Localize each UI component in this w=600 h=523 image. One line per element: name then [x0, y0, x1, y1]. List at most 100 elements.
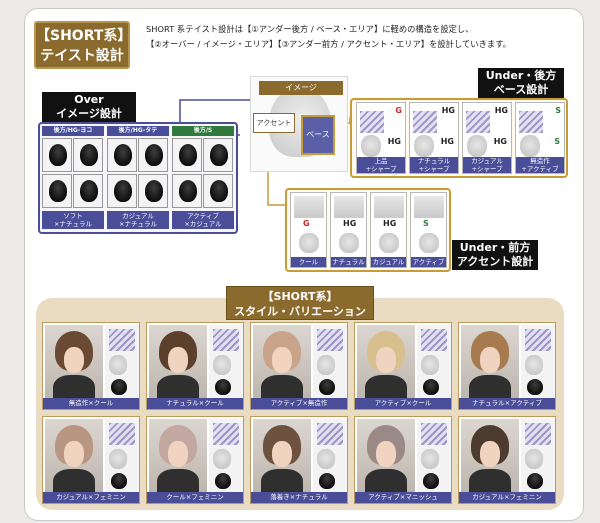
caption-line2: ×カジュアル	[184, 220, 222, 228]
intro-line1: SHORT 系テイスト設計は【①アンダー後方 / ベース・エリア】に軽めの構造を…	[146, 24, 474, 34]
model-face	[272, 441, 292, 467]
hair-shape	[527, 379, 543, 395]
front-hair-photo	[414, 196, 444, 218]
caption-line1: 無造作	[530, 157, 550, 165]
style-card[interactable]: アクティブ×マニッシュ	[354, 416, 452, 504]
style-diagram	[521, 419, 555, 493]
hair-shape	[80, 180, 98, 202]
front-hair-photo	[334, 196, 364, 218]
style-card[interactable]: カジュアル×フェミニン	[42, 416, 140, 504]
variation-title: 【SHORT系】 スタイル・バリエーション	[226, 286, 374, 320]
model-body	[157, 375, 199, 399]
graduation-icon	[317, 423, 343, 445]
front-hair-photo	[374, 196, 404, 218]
shape-tag-secondary: HG	[440, 137, 454, 146]
over-column-header: 後方/HG-ヨコ	[42, 126, 104, 136]
under-back-tile: HG HG カジュアル+シャープ	[462, 102, 512, 174]
hair-shape	[145, 180, 163, 202]
style-card[interactable]: 無造作×クール	[42, 322, 140, 410]
under-front-caption: クール	[291, 257, 326, 267]
style-caption: ナチュラル×アクティブ	[459, 398, 555, 409]
model-body	[469, 375, 511, 399]
caption-line1: カジュアル	[122, 212, 154, 220]
head-shape-icon	[419, 233, 439, 253]
over-title-line1: Over	[74, 93, 104, 106]
over-column-caption: ソフト×ナチュラル	[42, 211, 104, 229]
head-shape-icon	[467, 135, 487, 157]
shape-tag: HG	[494, 106, 508, 115]
style-card[interactable]: 落着き×ナチュラル	[250, 416, 348, 504]
head-shape-icon	[109, 355, 127, 375]
model-body	[53, 469, 95, 493]
graduation-icon	[109, 423, 135, 445]
under-front-caption: アクティブ	[411, 257, 446, 267]
model-face	[480, 441, 500, 467]
graduation-icon	[360, 111, 384, 133]
style-diagram	[417, 325, 451, 399]
badge-line2: テイスト設計	[40, 48, 124, 64]
model-face	[168, 347, 188, 373]
hair-sample-image	[172, 174, 202, 208]
under-front-caption: カジュアル	[371, 257, 406, 267]
head-shape-icon	[520, 135, 540, 157]
model-face	[376, 441, 396, 467]
style-photo	[45, 325, 103, 399]
hair-sample-image	[107, 174, 137, 208]
front-hair-photo	[294, 196, 324, 218]
style-card[interactable]: カジュアル×フェミニン	[458, 416, 556, 504]
accent-area: アクセント	[253, 113, 295, 133]
head-shape-icon	[213, 449, 231, 469]
hair-shape	[80, 144, 98, 166]
under-front-title: Under・前方 アクセント設計	[452, 240, 538, 270]
head-shape-icon	[213, 355, 231, 375]
shape-tag-secondary: HG	[493, 137, 507, 146]
model-face	[64, 347, 84, 373]
style-photo	[461, 419, 519, 493]
style-card[interactable]: アクティブ×無造作	[250, 322, 348, 410]
under-back-caption: カジュアル+シャープ	[463, 157, 511, 173]
shape-tag-secondary: HG	[387, 137, 401, 146]
head-shape-icon	[525, 449, 543, 469]
style-photo	[253, 419, 311, 493]
shape-tag: S	[555, 106, 561, 115]
style-caption: カジュアル×フェミニン	[459, 492, 555, 503]
caption-line2: +アクティブ	[521, 165, 559, 173]
caption-line1: 上品	[374, 157, 388, 165]
intro-line2: 【②オーバー / イメージ・エリア】【③アンダー前方 / アクセント・エリア】を…	[146, 39, 511, 49]
under-back-title: Under・後方 ベース設計	[478, 68, 564, 98]
style-caption: ナチュラル×クール	[147, 398, 243, 409]
graduation-icon	[413, 111, 437, 133]
graduation-icon	[421, 329, 447, 351]
badge-line1: 【SHORT系】	[36, 28, 132, 44]
hair-shape	[527, 473, 543, 489]
hair-sample-image	[203, 174, 233, 208]
head-shape-icon	[317, 449, 335, 469]
over-title: Over イメージ設計	[42, 92, 136, 122]
head-shape-icon	[525, 355, 543, 375]
hair-sample-image	[73, 174, 103, 208]
under-back-title-line2: ベース設計	[493, 83, 549, 96]
style-card[interactable]: クール×フェミニン	[146, 416, 244, 504]
head-shape-icon	[317, 355, 335, 375]
style-diagram	[313, 325, 347, 399]
hair-shape	[111, 473, 127, 489]
hair-shape	[423, 379, 439, 395]
model-face	[272, 347, 292, 373]
under-front-title-line1: Under・前方	[459, 241, 531, 254]
style-card[interactable]: アクティブ×クール	[354, 322, 452, 410]
style-caption: 落着き×ナチュラル	[251, 492, 347, 503]
model-body	[53, 375, 95, 399]
shape-tag: HG	[343, 219, 357, 228]
head-shape-icon	[299, 233, 319, 253]
head-shape-icon	[109, 449, 127, 469]
hair-shape	[49, 144, 67, 166]
style-card[interactable]: ナチュラル×クール	[146, 322, 244, 410]
caption-line2: ×ナチュラル	[54, 220, 92, 228]
hair-shape	[423, 473, 439, 489]
style-card[interactable]: ナチュラル×アクティブ	[458, 322, 556, 410]
